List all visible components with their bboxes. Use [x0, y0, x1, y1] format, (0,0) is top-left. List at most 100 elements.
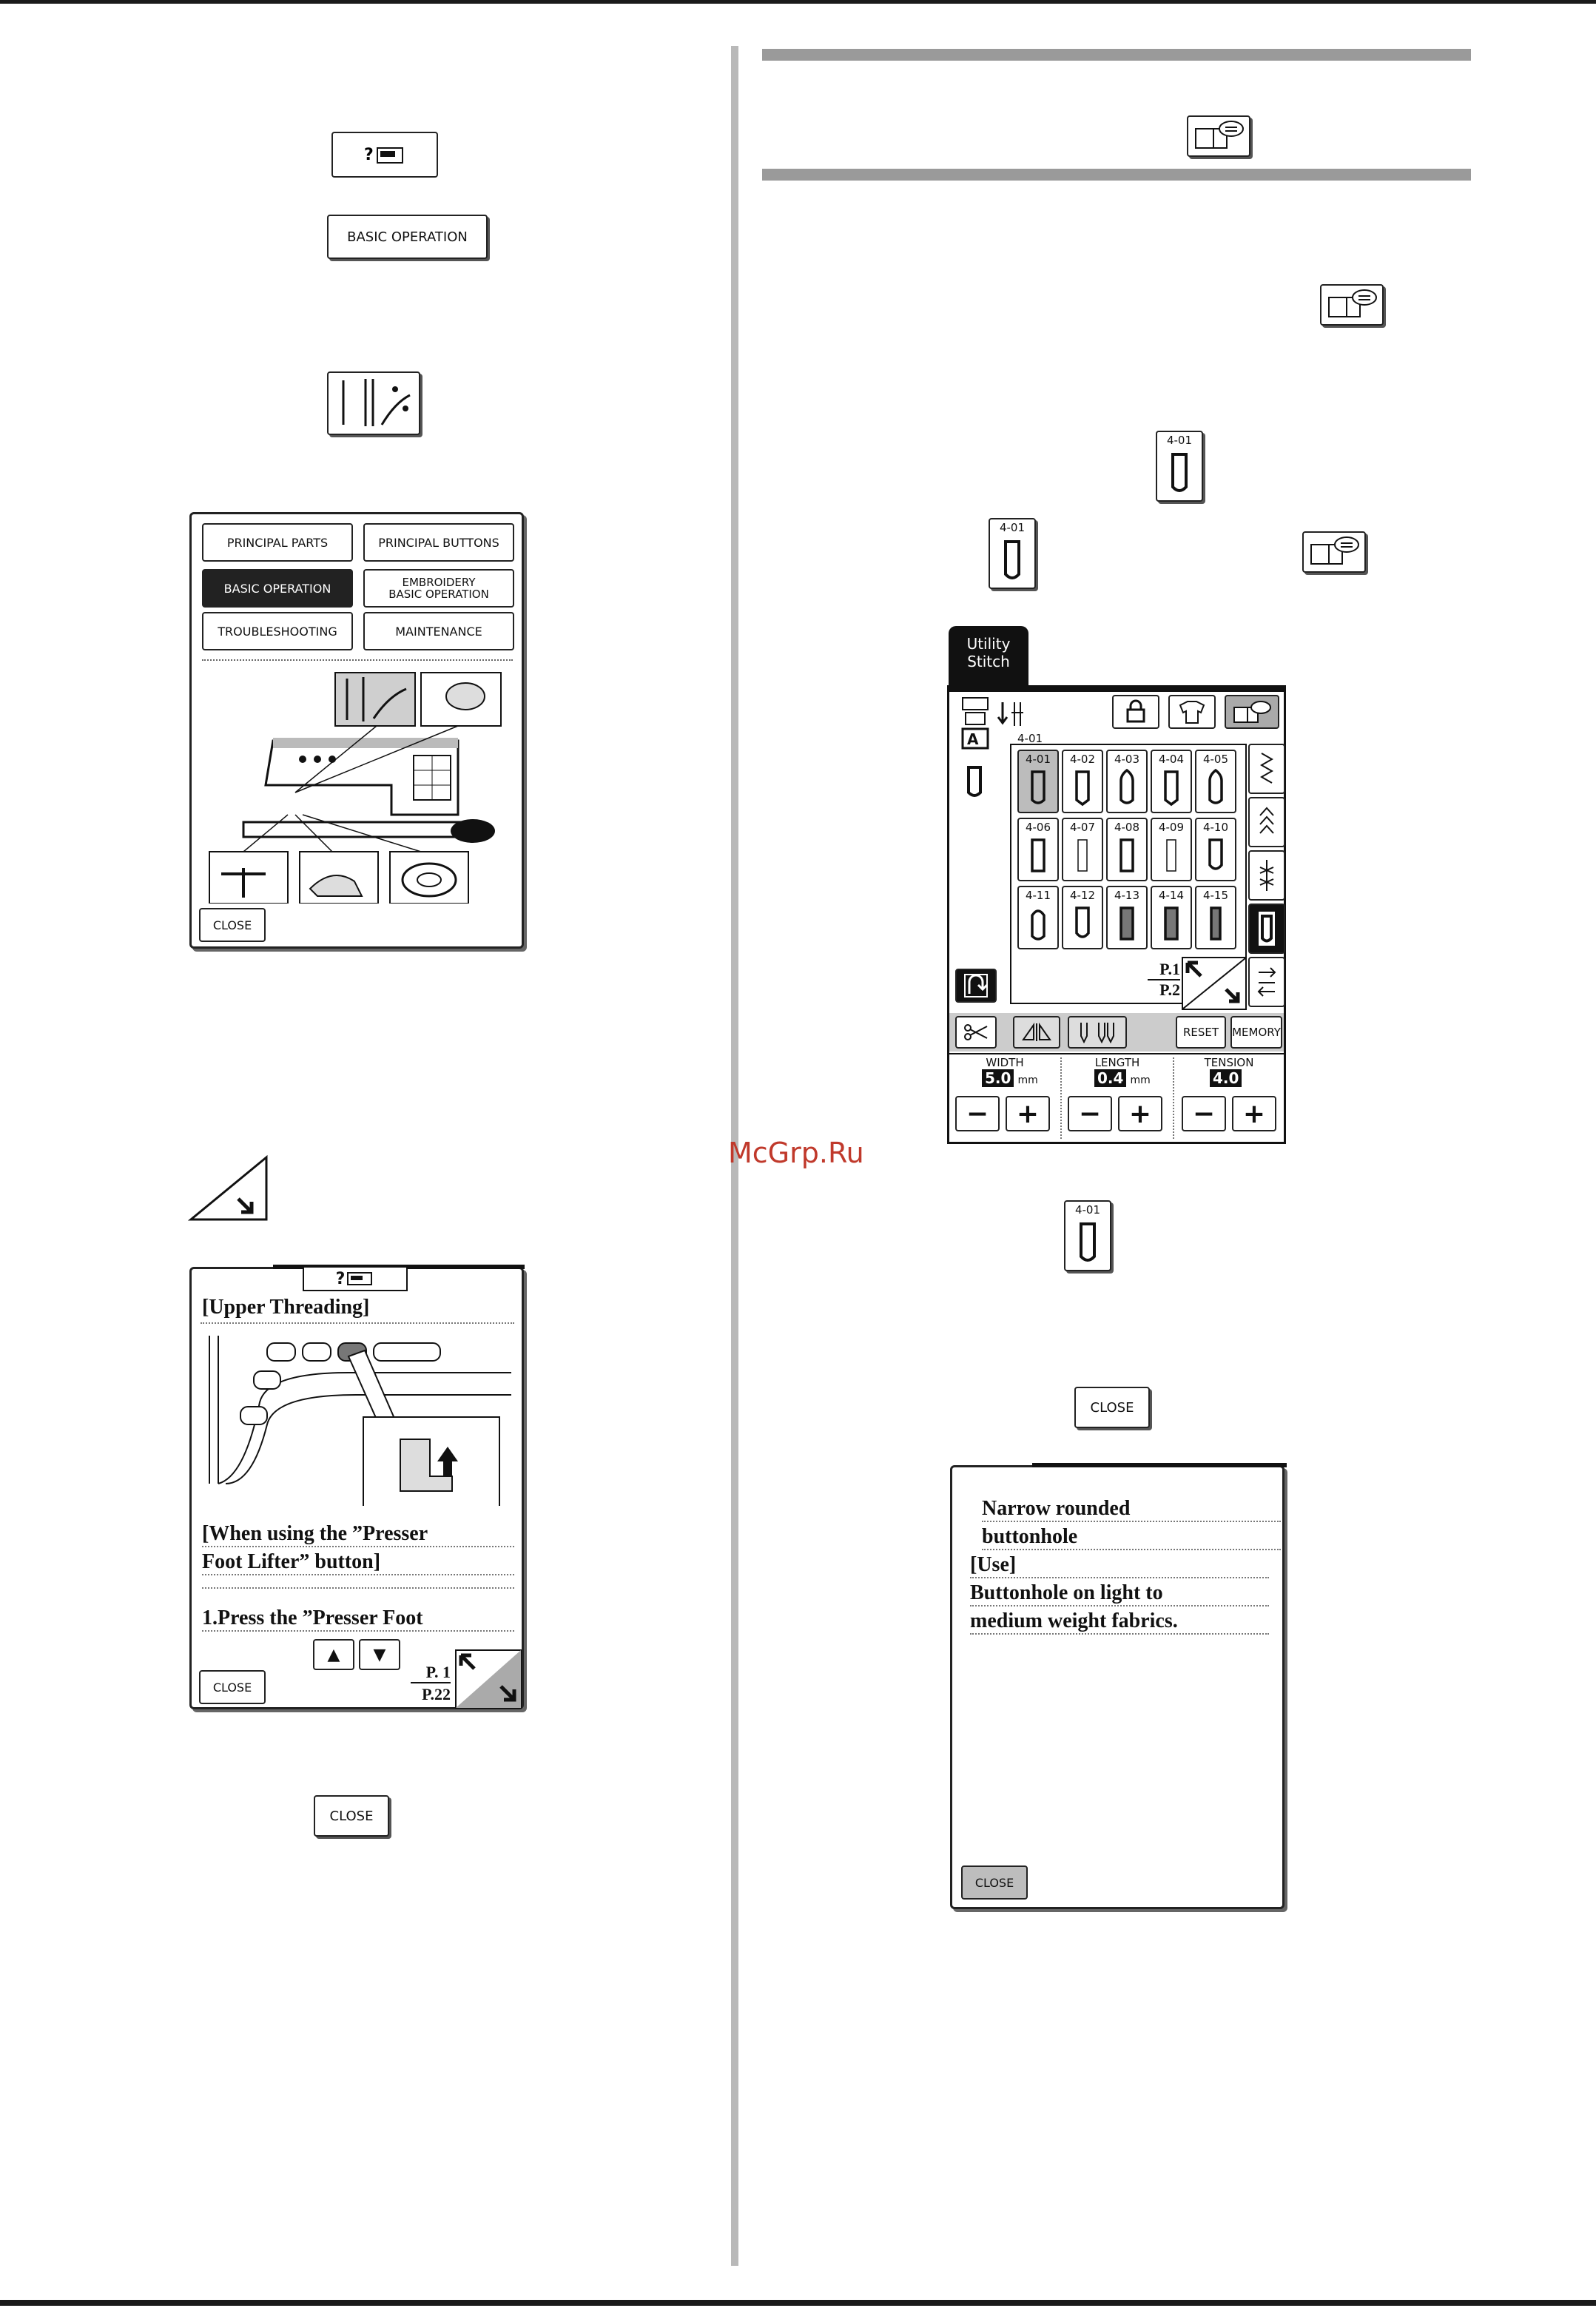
- buttonhole-icon: [1080, 1222, 1096, 1262]
- threading-close-label: CLOSE: [212, 1680, 252, 1695]
- close-key-left-label: CLOSE: [329, 1808, 374, 1824]
- upper-threading-key[interactable]: [327, 371, 420, 435]
- plus-icon: +: [1016, 1098, 1040, 1129]
- threading-title: [Upper Threading]: [202, 1296, 370, 1319]
- tab-label-line2: Stitch: [967, 653, 1010, 670]
- category-decorative-tab[interactable]: [1248, 850, 1285, 901]
- stitch-pattern-icon: [1166, 839, 1176, 872]
- tension-minus-button[interactable]: −: [1182, 1096, 1226, 1131]
- basic-operation-button[interactable]: BASIC OPERATION: [327, 215, 488, 259]
- book-speech-icon: [1195, 121, 1244, 149]
- stitch-tile-4-15[interactable]: 4-15: [1195, 886, 1236, 949]
- length-minus-button[interactable]: −: [1068, 1096, 1112, 1131]
- stitch-tile-4-09[interactable]: 4-09: [1151, 818, 1192, 881]
- info-line-1: Narrow rounded: [982, 1497, 1281, 1522]
- stitch-explanation-key-step1[interactable]: [1320, 284, 1384, 326]
- threading-line-3: 1.Press the ”Presser Foot: [202, 1606, 514, 1632]
- principal-parts-button[interactable]: PRINCIPAL PARTS: [202, 523, 353, 562]
- svg-text:?: ?: [364, 146, 374, 164]
- help-menu-screen: PRINCIPAL PARTS PRINCIPAL BUTTONS BASIC …: [189, 512, 524, 949]
- stitch-tile-4-05[interactable]: 4-05: [1195, 750, 1236, 813]
- twin-needle-key[interactable]: [1068, 1016, 1127, 1049]
- stitch-tile-4-07[interactable]: 4-07: [1062, 818, 1103, 881]
- needle-position-icon: [997, 702, 1023, 726]
- scroll-up-button[interactable]: ▲: [313, 1639, 354, 1670]
- maintenance-button[interactable]: MAINTENANCE: [363, 612, 514, 650]
- stitch-tile-code: 4-04: [1158, 753, 1185, 766]
- threading-close-button[interactable]: CLOSE: [199, 1670, 266, 1704]
- close-key-left[interactable]: CLOSE: [314, 1795, 389, 1837]
- stitch-4-01-key-b[interactable]: 4-01: [989, 518, 1036, 589]
- info-line-5: medium weight fabrics.: [970, 1609, 1269, 1635]
- stitch-explanation-key-step2[interactable]: [1302, 531, 1366, 573]
- utility-stitch-tab[interactable]: Utility Stitch: [949, 626, 1028, 685]
- memory-label: MEMORY: [1232, 1026, 1281, 1039]
- close-key-right[interactable]: CLOSE: [1074, 1387, 1150, 1428]
- width-unit: mm: [1017, 1074, 1038, 1086]
- thread-cutter-key[interactable]: [955, 1016, 997, 1049]
- stitch-tile-code: 4-06: [1025, 821, 1051, 834]
- category-buttonhole-tab[interactable]: [1248, 904, 1285, 954]
- length-unit: mm: [1130, 1074, 1151, 1086]
- stitch-tile-4-14[interactable]: 4-14: [1151, 886, 1192, 949]
- stitch-tile-4-08[interactable]: 4-08: [1106, 818, 1148, 881]
- stitch-tile-4-02[interactable]: 4-02: [1062, 750, 1103, 813]
- minus-icon: −: [1192, 1098, 1216, 1129]
- utility-page-turn-key[interactable]: [1182, 957, 1247, 1010]
- threading-illustration: [209, 1336, 511, 1506]
- stitch-tile-4-03[interactable]: 4-03: [1106, 750, 1148, 813]
- stitch-4-01-key-a[interactable]: 4-01: [1156, 431, 1203, 502]
- up-arrow-icon: ▲: [327, 1645, 340, 1664]
- stitch-tile-code: 4-05: [1202, 753, 1229, 766]
- stitch-tile-code: 4-13: [1114, 889, 1140, 902]
- memory-button[interactable]: MEMORY: [1230, 1016, 1282, 1049]
- stitch-explanation-key-heading[interactable]: [1187, 115, 1250, 157]
- help-tab-icon: ?: [303, 1266, 408, 1291]
- length-plus-button[interactable]: +: [1118, 1096, 1162, 1131]
- minus-icon: −: [1078, 1098, 1102, 1129]
- lock-key[interactable]: [1112, 695, 1159, 729]
- book-speech-icon: [1233, 701, 1271, 723]
- embroidery-basic-operation-button[interactable]: EMBROIDERY BASIC OPERATION: [363, 569, 514, 608]
- stitch-tile-4-06[interactable]: 4-06: [1017, 818, 1059, 881]
- reset-button[interactable]: RESET: [1176, 1016, 1226, 1049]
- book-speech-icon: [1328, 289, 1377, 317]
- stitch-explanation-key[interactable]: [1225, 695, 1279, 729]
- basic-operation-menu-button[interactable]: BASIC OPERATION: [202, 569, 353, 608]
- direction-arrows-icon: [1257, 967, 1276, 997]
- stitch-tile-4-12[interactable]: 4-12: [1062, 886, 1103, 949]
- stitch-tile-4-13[interactable]: 4-13: [1106, 886, 1148, 949]
- category-zigzag-tab[interactable]: [1248, 744, 1285, 794]
- separator: [202, 1587, 514, 1589]
- troubleshooting-button[interactable]: TROUBLESHOOTING: [202, 612, 353, 650]
- width-plus-button[interactable]: +: [1006, 1096, 1050, 1131]
- stitch-tile-4-11[interactable]: 4-11: [1017, 886, 1059, 949]
- next-page-key[interactable]: [188, 1154, 271, 1222]
- help-key[interactable]: ?: [331, 132, 438, 178]
- stitch-tile-code: 4-11: [1025, 889, 1051, 902]
- info-close-button[interactable]: CLOSE: [961, 1865, 1028, 1900]
- stitch-tile-4-04[interactable]: 4-04: [1151, 750, 1192, 813]
- scroll-down-button[interactable]: ▼: [359, 1639, 400, 1670]
- reverse-stitch-key[interactable]: [955, 969, 997, 1003]
- stitch-tile-4-01[interactable]: 4-01: [1017, 750, 1059, 813]
- category-directional-tab[interactable]: [1248, 957, 1285, 1007]
- stitch-tile-4-10[interactable]: 4-10: [1195, 818, 1236, 881]
- stitch-4-01-key-c[interactable]: 4-01: [1064, 1200, 1111, 1271]
- twin-needle-icon: [1080, 1023, 1114, 1043]
- tension-plus-button[interactable]: +: [1232, 1096, 1276, 1131]
- width-label: WIDTH: [986, 1056, 1024, 1069]
- arrow-down-right-icon: [237, 1197, 254, 1214]
- tab-label-line1: Utility: [966, 635, 1011, 653]
- heading-bar-bottom: [762, 169, 1471, 181]
- category-feather-tab[interactable]: [1248, 797, 1285, 847]
- reverse-arrow-icon: [964, 974, 989, 997]
- garment-key[interactable]: [1168, 695, 1216, 729]
- principal-buttons-button[interactable]: PRINCIPAL BUTTONS: [363, 523, 514, 562]
- width-minus-button[interactable]: −: [955, 1096, 1000, 1131]
- help-menu-close-button[interactable]: CLOSE: [199, 908, 266, 942]
- scissors-icon: [964, 1024, 988, 1040]
- page-turn-key[interactable]: [455, 1649, 522, 1709]
- mirror-key[interactable]: [1013, 1016, 1060, 1049]
